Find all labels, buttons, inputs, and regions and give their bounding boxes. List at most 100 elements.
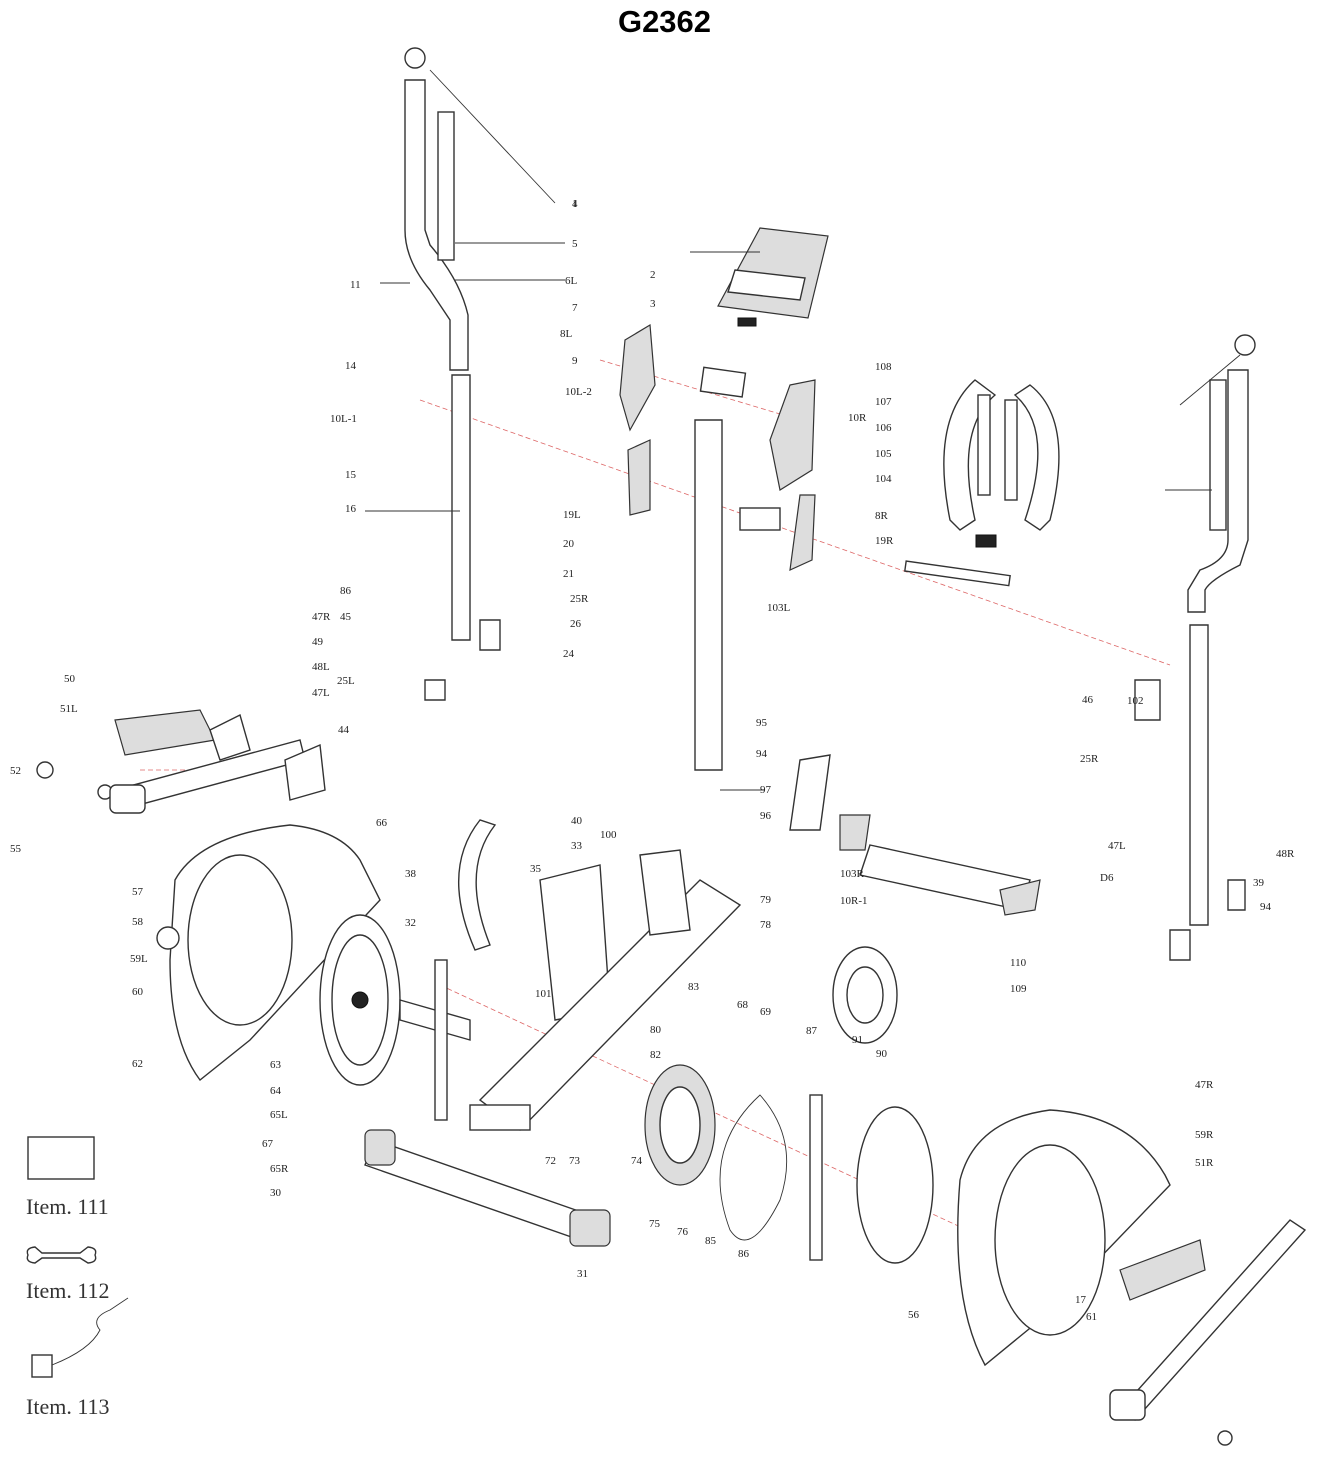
right-handlebar [1187, 334, 1256, 926]
callout-105: 105 [875, 448, 892, 460]
callout-26: 26 [570, 618, 582, 630]
callout-40: 40 [571, 815, 583, 827]
callout-106: 106 [875, 422, 892, 434]
console [717, 227, 829, 327]
callout-91: 91 [852, 1034, 863, 1046]
wrench-icon [26, 1246, 97, 1264]
callout-60: 60 [132, 986, 144, 998]
callout-35: 35 [530, 863, 542, 875]
callout-50: 50 [64, 673, 76, 685]
callout-15: 15 [345, 469, 357, 481]
item-112-label: Item. 112 [26, 1278, 110, 1303]
callout-58: 58 [132, 916, 144, 928]
callout-9: 9 [572, 355, 578, 367]
callout-19R: 19R [875, 535, 894, 547]
callout-46: 46 [1082, 694, 1094, 706]
callout-97: 97 [760, 784, 772, 796]
callout-64: 64 [270, 1085, 282, 1097]
callout-11: 11 [350, 279, 361, 291]
callout-86: 86 [738, 1248, 750, 1260]
callout-100: 100 [600, 829, 617, 841]
callout-25R: 25R [570, 593, 589, 605]
callout-107: 107 [875, 396, 892, 408]
callout-10L-1: 10L-1 [330, 413, 357, 425]
callout-48R: 48R [1276, 848, 1295, 860]
callout-75: 75 [649, 1218, 661, 1230]
callout-103R: 103R [840, 868, 865, 880]
callout-32: 32 [405, 917, 416, 929]
callout-101: 101 [535, 988, 552, 1000]
callout-2: 2 [650, 269, 656, 281]
right-shroud [957, 1109, 1171, 1367]
central-mast [694, 366, 781, 771]
callout-47R: 47R [312, 611, 331, 623]
callout-83: 83 [688, 981, 700, 993]
callout-31: 31 [577, 1268, 588, 1280]
callout-D6: D6 [1100, 872, 1114, 884]
callout-20: 20 [563, 538, 575, 550]
callout-47L: 47L [1108, 840, 1126, 852]
callout-25L: 25L [337, 675, 355, 687]
callout-47L: 47L [312, 687, 330, 699]
callout-10L-2: 10L-2 [565, 386, 592, 398]
callout-67: 67 [262, 1138, 274, 1150]
callout-14: 14 [345, 360, 357, 372]
tool-frame-icon [27, 1136, 95, 1180]
callout-108: 108 [875, 361, 892, 373]
callout-95: 95 [756, 717, 768, 729]
callout-56: 56 [908, 1309, 920, 1321]
callout-62: 62 [132, 1058, 143, 1070]
callout-82: 82 [650, 1049, 661, 1061]
callout-8L: 8L [560, 328, 573, 340]
callout-45: 45 [340, 611, 352, 623]
callout-52: 52 [10, 765, 21, 777]
callout-103L: 103L [767, 602, 791, 614]
callout-55: 55 [10, 843, 22, 855]
callout-8R: 8R [875, 510, 889, 522]
callout-59R: 59R [1195, 1129, 1214, 1141]
left-pedal-arm [36, 709, 326, 814]
diagram-title: G2362 [617, 4, 712, 39]
callout-73: 73 [569, 1155, 581, 1167]
callout-90: 90 [876, 1048, 888, 1060]
callout-1: 1 [572, 198, 578, 210]
callout-44: 44 [338, 724, 350, 736]
callout-102: 102 [1127, 695, 1144, 707]
callout-66: 66 [376, 817, 388, 829]
callout-5: 5 [572, 238, 578, 250]
callout-30: 30 [270, 1187, 282, 1199]
callout-25R: 25R [1080, 753, 1099, 765]
callout-16: 16 [345, 503, 357, 515]
callout-65R: 65R [270, 1163, 289, 1175]
callout-104: 104 [875, 473, 892, 485]
callout-79: 79 [760, 894, 772, 906]
callout-76: 76 [677, 1226, 689, 1238]
callout-72: 72 [545, 1155, 556, 1167]
callout-96: 96 [760, 810, 772, 822]
callout-4: 4 [572, 198, 578, 210]
callout-47R: 47R [1195, 1079, 1214, 1091]
callout-59L: 59L [130, 953, 148, 965]
belt-pulley [644, 1064, 788, 1241]
leader-lines [365, 69, 1241, 791]
callout-85: 85 [705, 1235, 717, 1247]
item-111-label: Item. 111 [26, 1194, 109, 1219]
callout-33: 33 [571, 840, 583, 852]
callout-51L: 51L [60, 703, 78, 715]
item-113-label: Item. 113 [26, 1394, 110, 1419]
callout-74: 74 [631, 1155, 643, 1167]
callout-38: 38 [405, 868, 417, 880]
callout-86: 86 [340, 585, 352, 597]
callout-61: 61 [1086, 1311, 1097, 1323]
callout-78: 78 [760, 919, 772, 931]
callout-10R: 10R [848, 412, 867, 424]
callout-51R: 51R [1195, 1157, 1214, 1169]
callout-94: 94 [756, 748, 768, 760]
callout-94: 94 [1260, 901, 1272, 913]
power-adapter-icon [31, 1297, 129, 1378]
callout-39: 39 [1253, 877, 1265, 889]
left-handlebar [404, 47, 471, 641]
callout-3: 3 [650, 298, 656, 310]
